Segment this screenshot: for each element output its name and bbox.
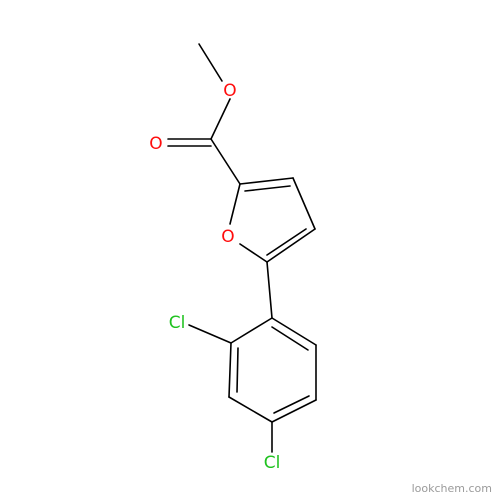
bond-c2-c3 xyxy=(239,177,294,185)
atom-o-carbonyl: O xyxy=(149,134,162,154)
bonds xyxy=(167,43,317,453)
atom-o-furan: O xyxy=(221,227,234,247)
bond-p3-p4 xyxy=(228,396,273,423)
bond-c4-c5-inner xyxy=(266,228,307,256)
atom-o-methoxy: O xyxy=(223,81,236,101)
bond-o-carbonyl-c xyxy=(210,98,231,140)
bond-c4-c5 xyxy=(266,228,316,263)
bond-c2-c3-inner xyxy=(244,185,291,192)
atom-cl-para: Cl xyxy=(264,453,281,473)
bond-p6-p1 xyxy=(271,317,317,346)
bond-p1-p2 xyxy=(230,317,273,344)
bond-carbonyl-c2 xyxy=(210,138,241,185)
bond-p2-cl xyxy=(188,324,232,344)
atom-labels: O O O Cl Cl xyxy=(149,81,280,473)
bond-c5-phenyl xyxy=(266,261,273,319)
bond-p6-p1-inner xyxy=(271,326,309,351)
bond-o-c2 xyxy=(229,183,241,225)
bond-p4-p5-inner xyxy=(273,395,310,414)
bond-c3-c4 xyxy=(292,177,316,230)
bond-p2-p3-inner xyxy=(236,347,239,393)
bond-c5-o xyxy=(239,243,268,263)
bond-methyl-o xyxy=(198,43,223,82)
bond-p4-p5 xyxy=(271,399,317,423)
watermark-text: lookchem.com xyxy=(412,482,492,495)
atom-cl-ortho: Cl xyxy=(169,313,186,333)
bond-p2-p3 xyxy=(228,342,232,398)
